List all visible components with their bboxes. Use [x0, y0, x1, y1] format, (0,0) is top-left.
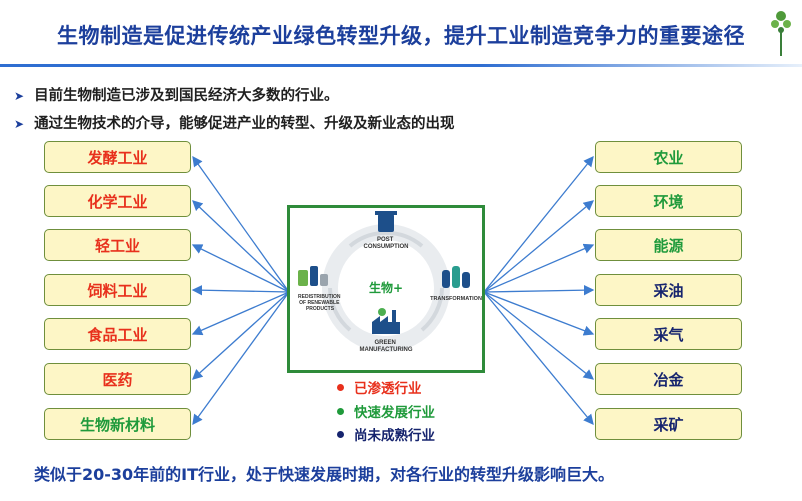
connector-left-2 — [192, 200, 290, 293]
bullet-1: ➤ 目前生物制造已涉及到国民经济大多数的行业。 — [14, 84, 339, 105]
bullet-1-text: 目前生物制造已涉及到国民经济大多数的行业。 — [34, 88, 339, 104]
left-industry-3: 轻工业 — [44, 229, 191, 261]
connector-left-3 — [191, 244, 290, 293]
title-divider — [0, 64, 802, 67]
connector-left-5 — [191, 291, 290, 336]
footer-summary: 类似于20-30年前的IT行业，处于快速发展时期，对各行业的转型升级影响巨大。 — [34, 465, 615, 484]
cycle-top-label: POST CONSUMPTION — [364, 237, 409, 250]
cycle-left-label: REDISTRIBUTION OF RENEWABLE PRODUCTS — [298, 294, 342, 312]
legend-dot-icon — [337, 383, 344, 391]
connector-right-3 — [483, 243, 595, 293]
cycle-graphic: POST CONSUMPTION GREEN MANUFACTURING RED… — [298, 211, 482, 353]
cycle-bottom-line-2: MANUFACTURING — [360, 347, 413, 353]
legend-item-3: 尚未成熟行业 — [337, 424, 435, 444]
legend-dot-icon — [337, 430, 344, 438]
cycle-left-line-2: OF RENEWABLE — [299, 300, 340, 306]
legend-dot-icon — [337, 407, 344, 415]
legend-label: 尚未成熟行业 — [354, 428, 435, 444]
connector-right-4 — [483, 284, 595, 296]
left-industry-2: 化学工业 — [44, 185, 191, 217]
cycle-center-label: 生物+ — [369, 280, 403, 295]
page-title: 生物制造是促进传统产业绿色转型升级，提升工业制造竞争力的重要途径 — [57, 24, 745, 48]
cycle-bottom-label: GREEN MANUFACTURING — [360, 340, 413, 353]
right-industry-6: 冶金 — [595, 363, 742, 395]
cycle-left-line-1: REDISTRIBUTION — [298, 294, 341, 300]
cycle-bottom-line-1: GREEN — [374, 340, 395, 346]
right-industry-1: 农业 — [595, 141, 742, 173]
cycle-right-label: TRANSFORMATION — [430, 296, 482, 302]
recycle-bin-icon — [375, 211, 397, 232]
connector-right-5 — [483, 291, 595, 336]
cycle-top-line-1: POST — [377, 237, 394, 243]
factory-icon — [372, 308, 400, 334]
right-industry-5: 采气 — [595, 318, 742, 350]
tanks-icon — [442, 266, 470, 288]
connector-right-7 — [483, 291, 594, 426]
bottles-icon — [298, 266, 328, 286]
left-industry-7: 生物新材料 — [44, 408, 191, 440]
connector-left-7 — [192, 291, 290, 426]
legend-item-2: 快速发展行业 — [337, 401, 435, 421]
legend-label: 快速发展行业 — [354, 405, 435, 421]
right-industry-4: 采油 — [595, 274, 742, 306]
connector-right-2 — [483, 200, 594, 293]
bullet-2-text: 通过生物技术的介导，能够促进产业的转型、升级及新业态的出现 — [34, 116, 455, 132]
left-industry-5: 食品工业 — [44, 318, 191, 350]
legend-item-1: 已渗透行业 — [337, 377, 422, 397]
cycle-left-line-3: PRODUCTS — [306, 306, 335, 312]
bullet-arrow-icon: ➤ — [14, 89, 25, 103]
left-industry-4: 饲料工业 — [44, 274, 191, 306]
right-industry-3: 能源 — [595, 229, 742, 261]
leaf-logo-icon — [771, 11, 791, 56]
connector-left-6 — [192, 291, 290, 380]
connector-left-4 — [191, 284, 290, 296]
bio-cycle-diagram: POST CONSUMPTION GREEN MANUFACTURING RED… — [287, 205, 485, 373]
bullet-arrow-icon: ➤ — [14, 117, 25, 131]
right-industry-2: 环境 — [595, 185, 742, 217]
connector-right-1 — [483, 155, 594, 293]
right-industry-7: 采矿 — [595, 408, 742, 440]
connector-right-6 — [483, 291, 595, 380]
left-industry-6: 医药 — [44, 363, 191, 395]
cycle-top-line-2: CONSUMPTION — [364, 244, 409, 250]
legend-label: 已渗透行业 — [354, 381, 422, 397]
bullet-2: ➤ 通过生物技术的介导，能够促进产业的转型、升级及新业态的出现 — [14, 112, 455, 133]
left-industry-1: 发酵工业 — [44, 141, 191, 173]
connector-left-1 — [192, 155, 290, 293]
